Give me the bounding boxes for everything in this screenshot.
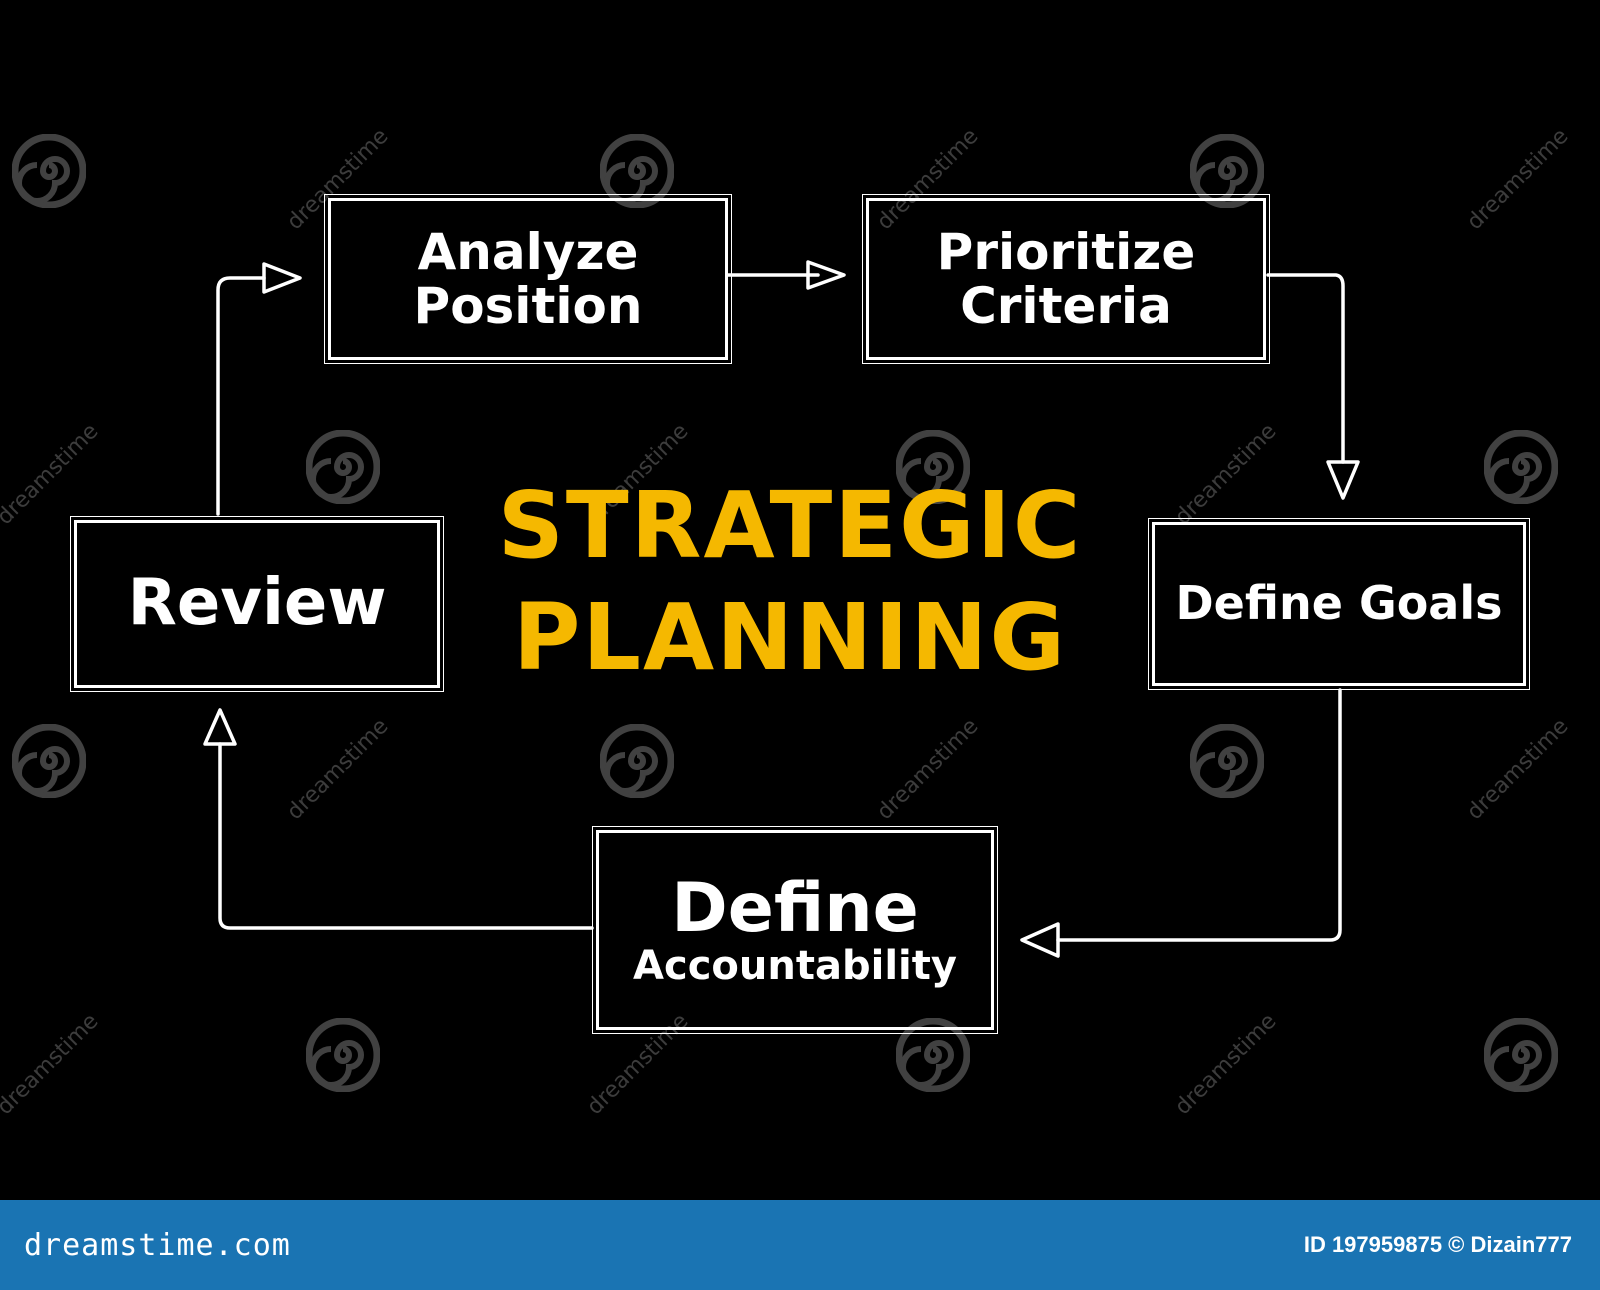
edge-review-analyze (216, 276, 266, 516)
title-line-1: STRATEGIC (497, 472, 1083, 579)
node-label-line1: Review (127, 566, 387, 641)
connectors (203, 260, 1360, 958)
footer-brand[interactable]: dreamstime.com (24, 1227, 291, 1263)
node-label-line2: Position (413, 277, 643, 335)
arrowhead (262, 262, 302, 294)
edge-accountability-review (218, 742, 594, 930)
node-define-goals: Define Goals (1148, 518, 1530, 690)
title-line-2: PLANNING (513, 584, 1067, 692)
node-label-line1: Prioritize (936, 223, 1196, 281)
node-analyze-position: Analyze Position (324, 194, 732, 364)
arrowhead (203, 708, 237, 746)
node-label-line2: Criteria (960, 277, 1172, 335)
arrowhead (1020, 922, 1060, 958)
node-define-accountability: Define Accountability (592, 826, 998, 1034)
node-review: Review (70, 516, 444, 692)
node-label-line1: Define Goals (1175, 576, 1503, 631)
node-label-line1: Define (671, 868, 919, 948)
image-id-credit: ID 197959875 © Dizain777 (1303, 1232, 1572, 1257)
footer-bar: dreamstime.com ID 197959875 © Dizain777 (0, 1200, 1600, 1290)
edge-prioritize-goals (1266, 273, 1345, 464)
arrowhead (1326, 460, 1360, 500)
edge-goals-accountability (1056, 688, 1342, 942)
node-label-line1: Analyze (417, 223, 639, 281)
diagram-title: STRATEGIC PLANNING (470, 470, 1110, 694)
node-prioritize-criteria: Prioritize Criteria (862, 194, 1270, 364)
arrowhead (806, 260, 846, 290)
node-label-line2: Accountability (633, 943, 957, 990)
diagram-canvas: dreamstime dreamstime dreamstime dreamst… (0, 123, 1574, 1120)
